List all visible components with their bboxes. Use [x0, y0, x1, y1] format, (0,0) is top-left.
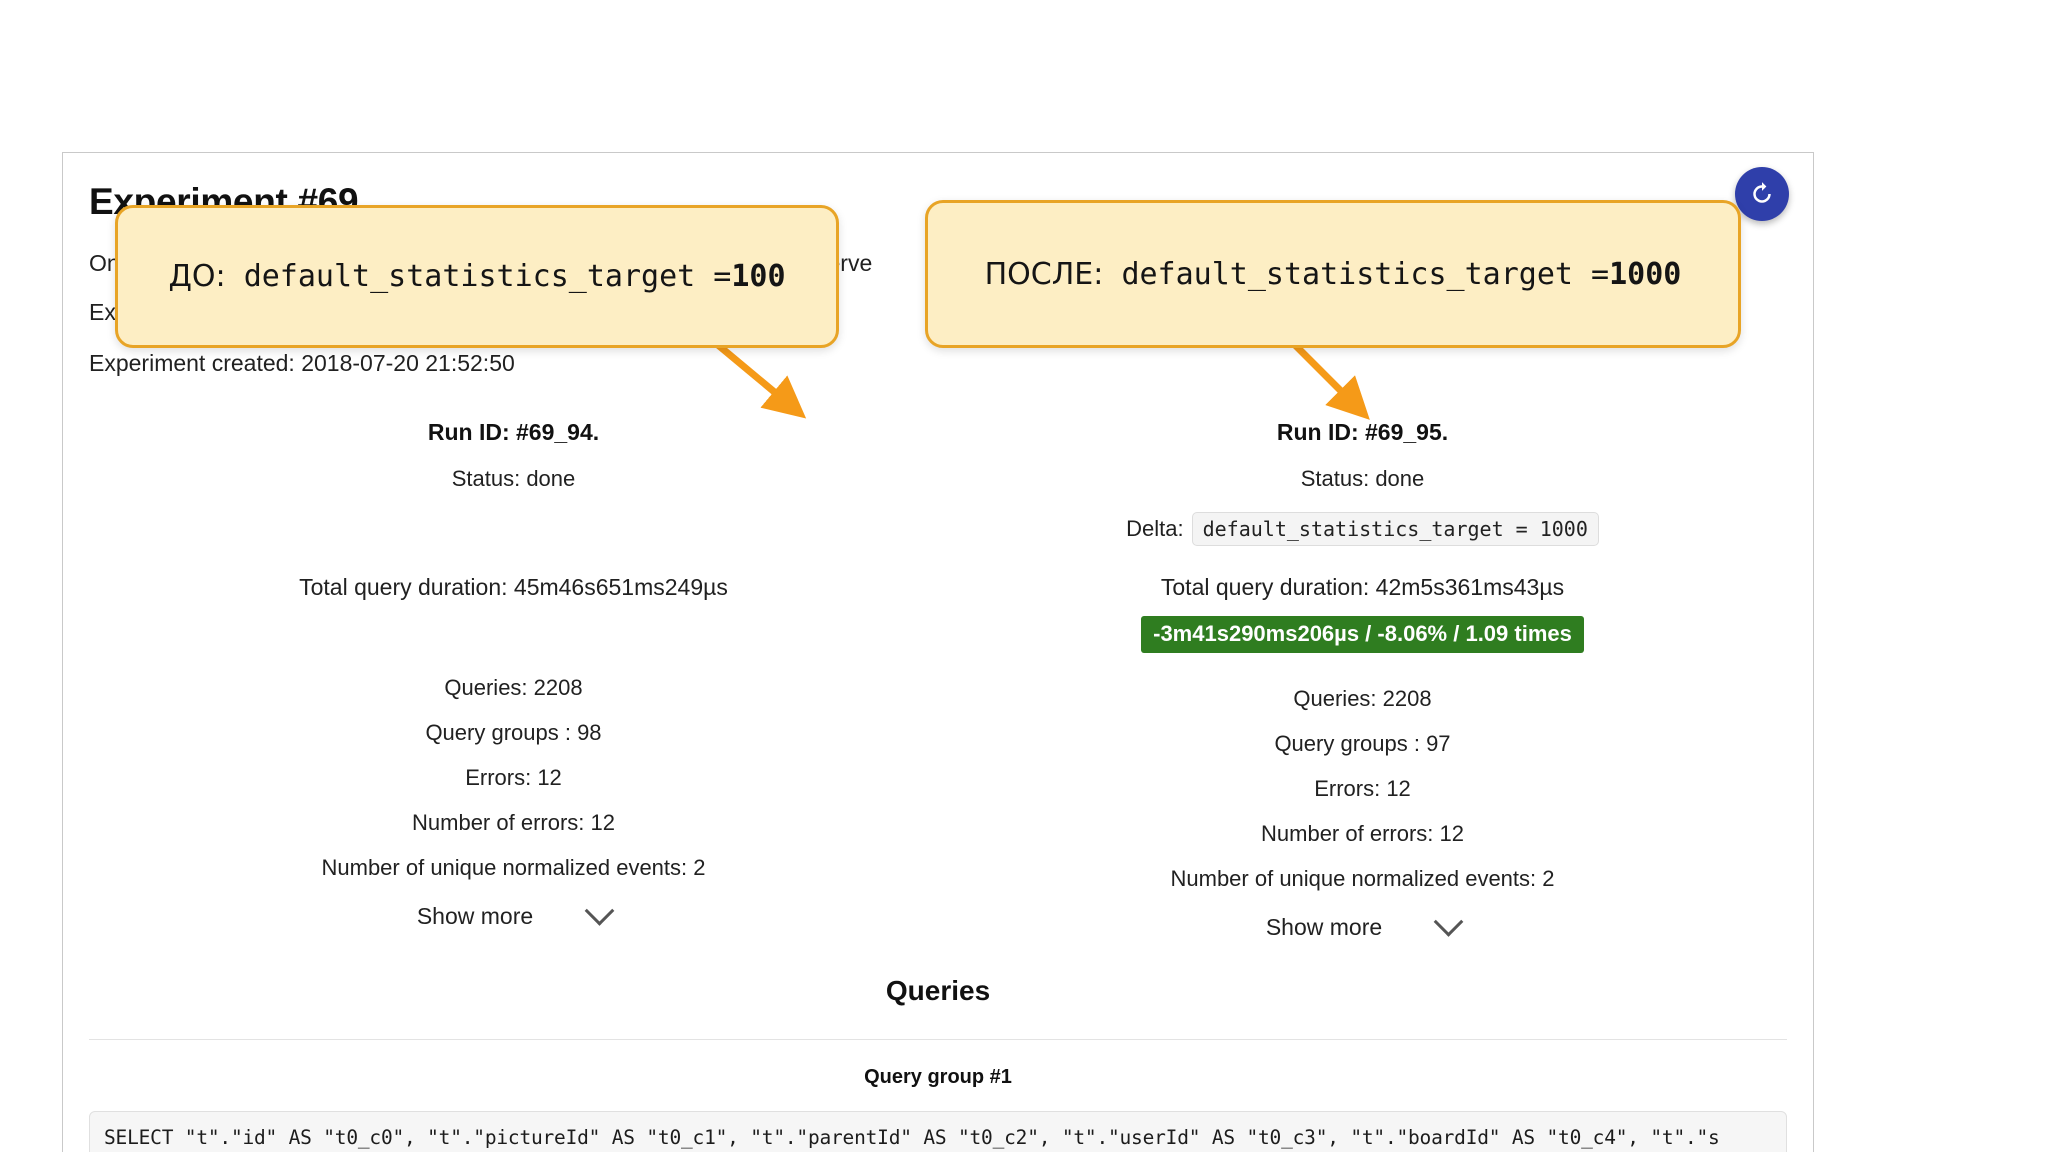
- refresh-button[interactable]: [1735, 167, 1789, 221]
- perf-badge-placeholder-left: [89, 601, 938, 642]
- annotation-label-after: ПОСЛЕ:: [984, 256, 1104, 292]
- run-number-of-errors-right: Number of errors: 12: [1261, 821, 1464, 846]
- description-prefix: On: [89, 250, 120, 276]
- experiment-created: Experiment created: 2018-07-20 21:52:50: [89, 350, 515, 376]
- query-group-label: Query group #1: [864, 1066, 1012, 1088]
- card-inner: Experiment #69 On m serve Exp Experiment…: [63, 153, 1813, 1152]
- show-more-label-left: Show more: [416, 903, 534, 929]
- annotation-callout-before: ДО: default_statistics_target = 100: [115, 205, 839, 348]
- annotation-label-before: ДО:: [168, 259, 226, 294]
- annotation-code-before: default_statistics_target =: [243, 259, 732, 294]
- run-column-left: Run ID: #69_94. Status: done Total query…: [89, 419, 938, 941]
- run-queries-right: Queries: 2208: [1293, 686, 1432, 711]
- run-query-groups-left: Query groups : 98: [425, 720, 602, 745]
- run-errors-left: Errors: 12: [465, 765, 562, 790]
- run-queries-left: Queries: 2208: [444, 675, 583, 700]
- sql-code-block[interactable]: SELECT "t"."id" AS "t0_c0", "t"."picture…: [89, 1111, 1787, 1152]
- run-duration-left: Total query duration: 45m46s651ms249µs: [299, 574, 728, 600]
- show-more-label-right: Show more: [1265, 914, 1383, 940]
- run-duration-right: Total query duration: 42m5s361ms43µs: [1160, 574, 1565, 600]
- chevron-down-icon: [1433, 906, 1464, 937]
- run-id-left: Run ID: #69_94.: [427, 419, 600, 445]
- run-number-of-errors-left: Number of errors: 12: [412, 810, 615, 835]
- run-unique-events-left: Number of unique normalized events: 2: [321, 855, 706, 880]
- annotation-value-after: 1000: [1609, 256, 1682, 292]
- perf-badge-wrap-right: -3m41s290ms206µs / -8.06% / 1.09 times: [938, 601, 1787, 653]
- show-more-right[interactable]: Show more: [938, 906, 1787, 941]
- delta-label-right: Delta:: [1126, 516, 1184, 541]
- run-status-left: Status: done: [451, 466, 576, 491]
- run-column-right: Run ID: #69_95. Status: done Delta: defa…: [938, 419, 1787, 941]
- chevron-down-icon: [584, 895, 615, 926]
- delta-value-right: default_statistics_target = 1000: [1191, 512, 1599, 546]
- run-status-right: Status: done: [1300, 466, 1425, 491]
- run-id-right: Run ID: #69_95.: [1276, 419, 1449, 445]
- run-query-groups-right: Query groups : 97: [1274, 731, 1451, 756]
- runs-comparison: Run ID: #69_94. Status: done Total query…: [89, 419, 1787, 941]
- refresh-icon: [1753, 182, 1771, 203]
- show-more-left[interactable]: Show more: [89, 895, 938, 930]
- annotation-code-after: default_statistics_target =: [1121, 256, 1610, 292]
- run-errors-right: Errors: 12: [1314, 776, 1411, 801]
- queries-heading: Queries: [885, 975, 991, 1006]
- annotation-callout-after: ПОСЛЕ: default_statistics_target = 1000: [925, 200, 1741, 348]
- section-divider: [89, 1039, 1787, 1040]
- perf-badge-right: -3m41s290ms206µs / -8.06% / 1.09 times: [1141, 616, 1584, 653]
- run-unique-events-right: Number of unique normalized events: 2: [1170, 866, 1555, 891]
- run-delta-right: Delta: default_statistics_target = 1000: [938, 512, 1787, 546]
- delta-placeholder-left: [89, 512, 938, 546]
- annotation-value-before: 100: [731, 259, 786, 294]
